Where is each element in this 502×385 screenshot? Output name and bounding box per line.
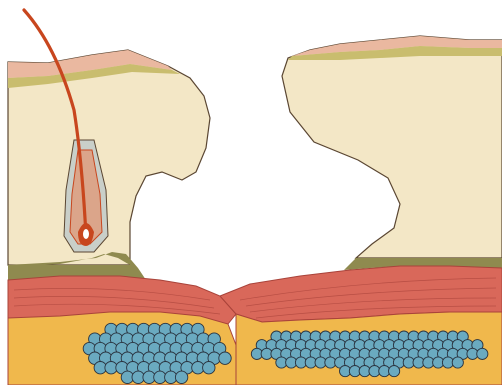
fat-cell bbox=[203, 362, 215, 374]
fat-cell bbox=[452, 357, 463, 368]
dermal-papilla bbox=[83, 229, 89, 239]
fat-cell bbox=[219, 352, 231, 364]
right-dermis-block bbox=[282, 36, 502, 258]
fat-cell bbox=[389, 366, 400, 377]
fat-cell bbox=[477, 348, 488, 359]
fat-cell bbox=[175, 371, 187, 383]
